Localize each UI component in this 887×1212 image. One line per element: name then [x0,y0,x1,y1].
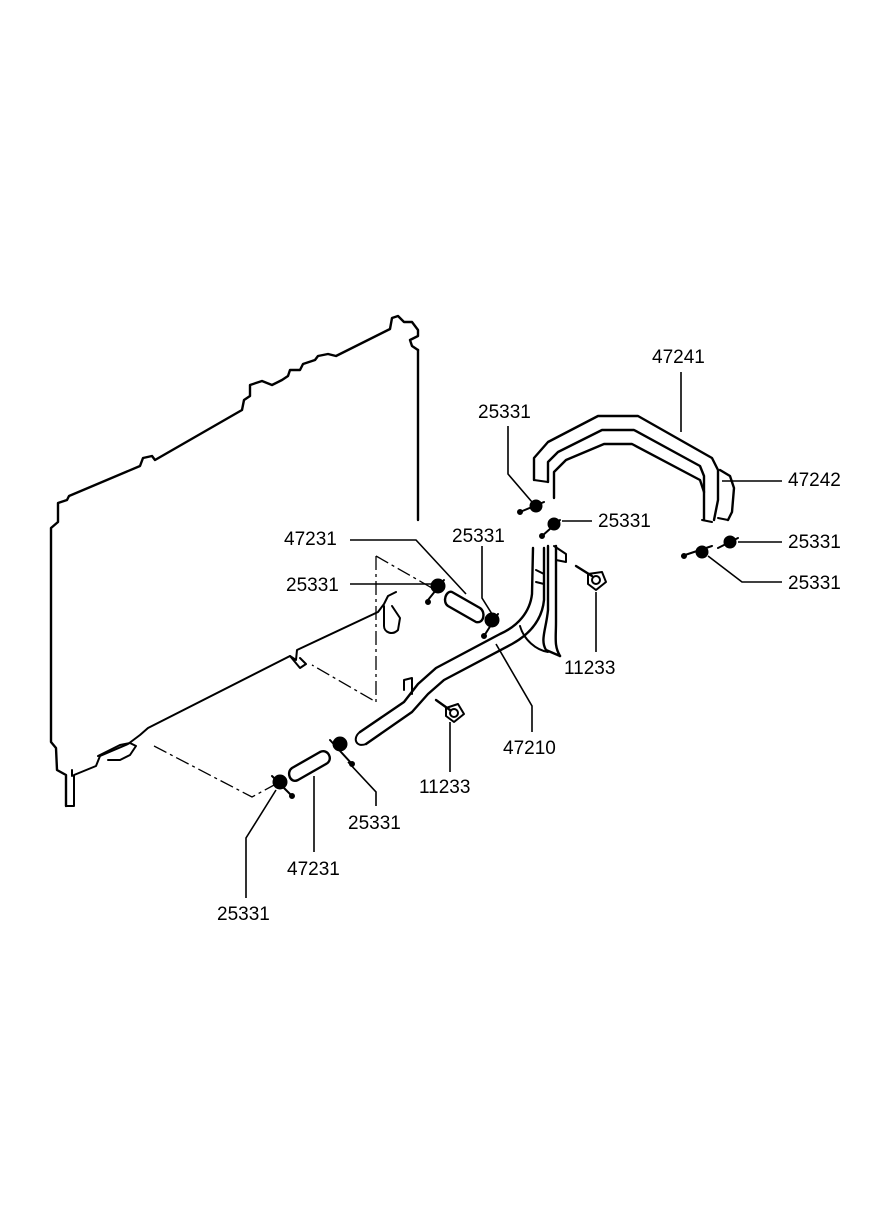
ref-line-upper-b [375,555,433,589]
leader-25331-h [245,789,277,898]
bolt-upper [574,564,607,591]
radiator-inner-lower [97,742,137,761]
leader-lines [245,372,782,898]
label-11233-b: 11233 [419,777,470,798]
leader-25331-f [481,546,493,615]
clamp-mid-left [425,578,446,605]
radiator-bottom [65,591,397,807]
radiator [49,314,420,808]
pipe-upper-run [358,546,535,734]
ref-line-lower [153,745,277,798]
short-hoses [287,590,485,782]
label-25331-e: 25331 [286,575,339,596]
leader-25331-a [507,426,533,503]
radiator-inner-line [71,655,307,777]
label-47231-b: 47231 [287,859,340,880]
hose-47231-lower [287,750,331,782]
pipe-bracket-upper [553,545,567,563]
hose-47241 [532,414,720,522]
label-47231-a: 47231 [284,529,337,550]
hose-end-right-a [701,519,713,523]
label-11233-a: 11233 [564,658,615,679]
reference-lines [153,555,433,798]
leader-25331-g [347,761,377,806]
leader-25331-d [707,555,782,583]
clamp-mid-right [481,612,500,639]
hose-end-right-b [717,517,729,521]
radiator-inlet-pipe [383,605,401,634]
pipe-47210 [354,544,567,746]
clamp-top-right [539,517,561,539]
pipe-bend [519,625,549,653]
bolts [434,564,607,723]
hose-47231-upper [443,590,485,624]
label-25331-c: 25331 [788,532,841,553]
hose-end-left [533,479,549,483]
clamp-lower-mid [329,736,355,767]
clamp-right-lower [681,545,713,559]
label-25331-b: 25331 [598,511,651,532]
leader-47231-a [350,539,467,595]
pipe-second-run [542,544,562,658]
ref-line-upper [311,556,377,704]
label-25331-g: 25331 [348,813,401,834]
radiator-outline [49,314,420,808]
part-labels: 47241 47242 25331 25331 25331 25331 2533… [217,347,841,925]
hose-47242-inner [718,468,736,522]
label-25331-a: 25331 [478,402,531,423]
pipe-end-cap [354,731,367,746]
hose-47242 [552,442,706,500]
clamp-lower-left [271,774,295,799]
label-25331-d: 25331 [788,573,841,594]
label-47241: 47241 [652,347,705,368]
pipe-bracket-lower [403,677,413,695]
cooler-hoses [532,414,736,523]
hose-47241-inner [546,428,706,522]
bolt-lower [434,698,465,723]
label-25331-h: 25331 [217,904,270,925]
pipe-second-run-b [554,544,562,658]
clamp-right-upper [717,535,739,549]
label-47242: 47242 [788,470,841,491]
label-25331-f: 25331 [452,526,505,547]
pipe-lower-run [364,546,546,746]
label-47210: 47210 [503,738,556,759]
clamp-top-left [517,499,545,515]
leader-47210 [495,643,533,732]
clamps [271,499,739,799]
bolt-lower-shank [434,698,452,712]
pipe-bracket-upper-b [535,569,545,585]
